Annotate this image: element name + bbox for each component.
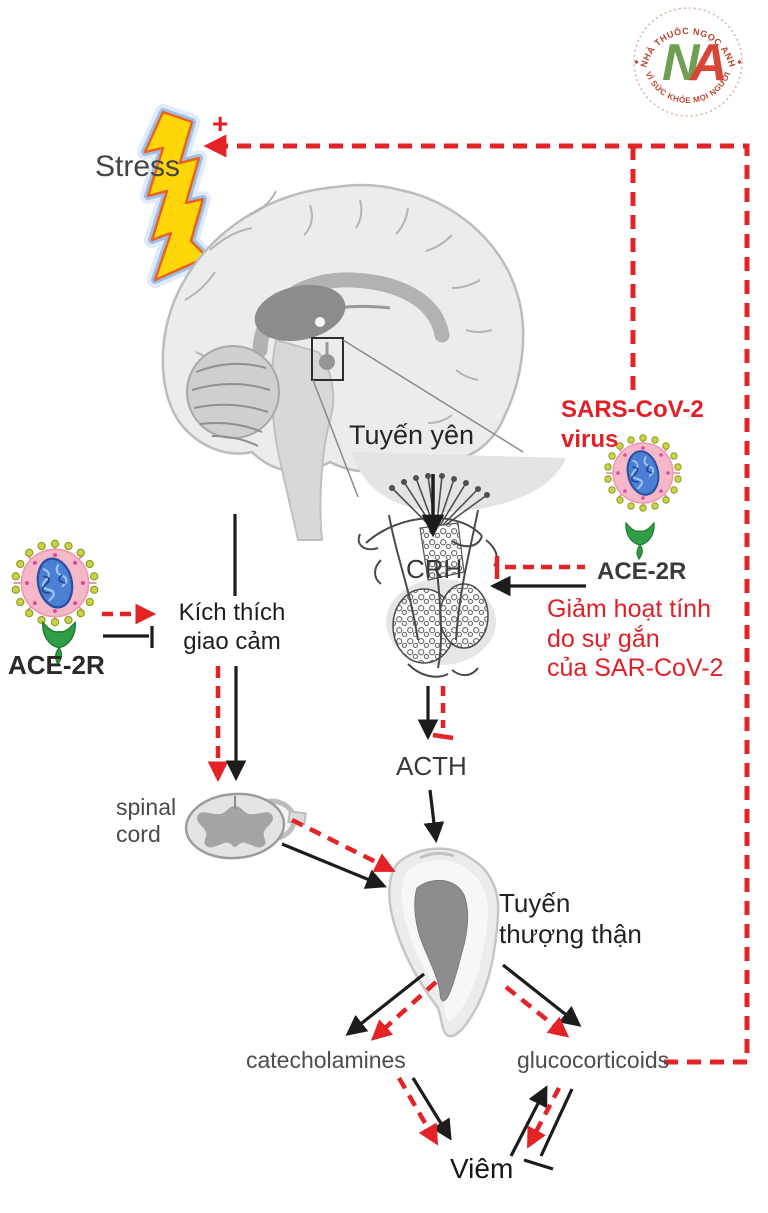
arrow-adrenal-to-catecholamines bbox=[345, 972, 425, 1036]
stress-label: Stress bbox=[95, 150, 181, 183]
adrenal-line1: Tuyến bbox=[499, 888, 571, 918]
pharmacy-logo: NHÀ THUỐC NGỌC ANH VÌ SỨC KHỎE MỌI NGƯỜI… bbox=[633, 7, 743, 117]
sympathetic-stimulation-label: Kích thích giao cảm bbox=[163, 598, 301, 657]
crh-label: CRH bbox=[406, 554, 463, 584]
spinal-cord-illustration bbox=[184, 792, 307, 860]
note-line1: Giảm hoạt tính bbox=[547, 595, 711, 623]
ace2r-left-label: ACE-2R bbox=[8, 650, 105, 680]
dashed-inhibit-crh-to-acth bbox=[432, 686, 454, 741]
dashed-arrow-adrenal-to-glucocorticoids bbox=[504, 985, 570, 1038]
adrenal-gland-label: Tuyến thượng thận bbox=[499, 888, 642, 950]
logo-monogram-a: A bbox=[688, 34, 728, 92]
glucocorticoids-label: glucocorticoids bbox=[517, 1047, 670, 1073]
pituitary-zoom-box bbox=[311, 337, 524, 498]
pituitary-illustration bbox=[352, 452, 566, 678]
arrow-adrenal-to-glucocorticoids bbox=[502, 963, 582, 1027]
note-line2: do sự gắn bbox=[547, 624, 660, 653]
dashed-arrow-catecholamines-to-inflammation bbox=[397, 1076, 439, 1146]
spinal-line2: cord bbox=[116, 821, 161, 848]
dashed-arrow-glucocorticoids-to-inflammation bbox=[527, 1086, 561, 1149]
cerebellum bbox=[186, 345, 280, 447]
spinal-cord-label: spinal cord bbox=[116, 794, 176, 848]
arrow-spinal-to-adrenal bbox=[281, 842, 387, 889]
feedback-loop-dashed-arrow bbox=[203, 134, 750, 1065]
sympathetic-line2: giao cảm bbox=[183, 628, 281, 656]
plus-sign-label: + bbox=[212, 108, 229, 139]
adrenal-line2: thượng thận bbox=[499, 919, 642, 950]
pituitary-label: Tuyến yên bbox=[349, 420, 475, 450]
sars-cov-2-virus-label: SARS-CoV-2 virus bbox=[561, 395, 704, 455]
lightning-bolt-icon bbox=[137, 104, 215, 288]
reduced-activity-note: Giảm hoạt tính do sự gắn của SAR-CoV-2 bbox=[547, 595, 723, 684]
catecholamines-label: catecholamines bbox=[246, 1047, 406, 1073]
virus-icon-left bbox=[11, 539, 99, 627]
dashed-arrow-adrenal-to-catecholamines bbox=[370, 980, 438, 1041]
arrow-catecholamines-to-inflammation bbox=[411, 1077, 452, 1141]
adrenal-gland-illustration bbox=[388, 847, 500, 1038]
sars-label-line1: SARS-CoV-2 bbox=[561, 396, 704, 423]
pathway-arrows bbox=[102, 514, 586, 1171]
sympathetic-line1: Kích thích bbox=[178, 599, 286, 626]
arrow-acth-to-adrenal bbox=[423, 789, 445, 844]
acth-label: ACTH bbox=[396, 751, 467, 781]
note-line3: của SAR-CoV-2 bbox=[547, 654, 724, 682]
logo-monogram-n: N bbox=[662, 34, 701, 92]
sars-label-line2: virus bbox=[561, 426, 619, 453]
ace2-receptor-icon-right bbox=[625, 522, 655, 560]
brain-illustration bbox=[161, 183, 525, 541]
dashed-inhibit-ace2r-to-crh bbox=[494, 556, 585, 579]
inhibit-bar-leftvirus bbox=[103, 626, 154, 648]
dashed-arrow-spinal-to-adrenal bbox=[290, 817, 396, 873]
inflammation-label: Viêm bbox=[450, 1153, 514, 1184]
spinal-line1: spinal bbox=[116, 794, 177, 820]
inhibit-bar-glucocorticoids-inflammation bbox=[523, 1088, 574, 1171]
ace2r-right-label: ACE-2R bbox=[597, 558, 687, 585]
arrow-inflammation-to-glucocorticoids bbox=[509, 1085, 548, 1157]
